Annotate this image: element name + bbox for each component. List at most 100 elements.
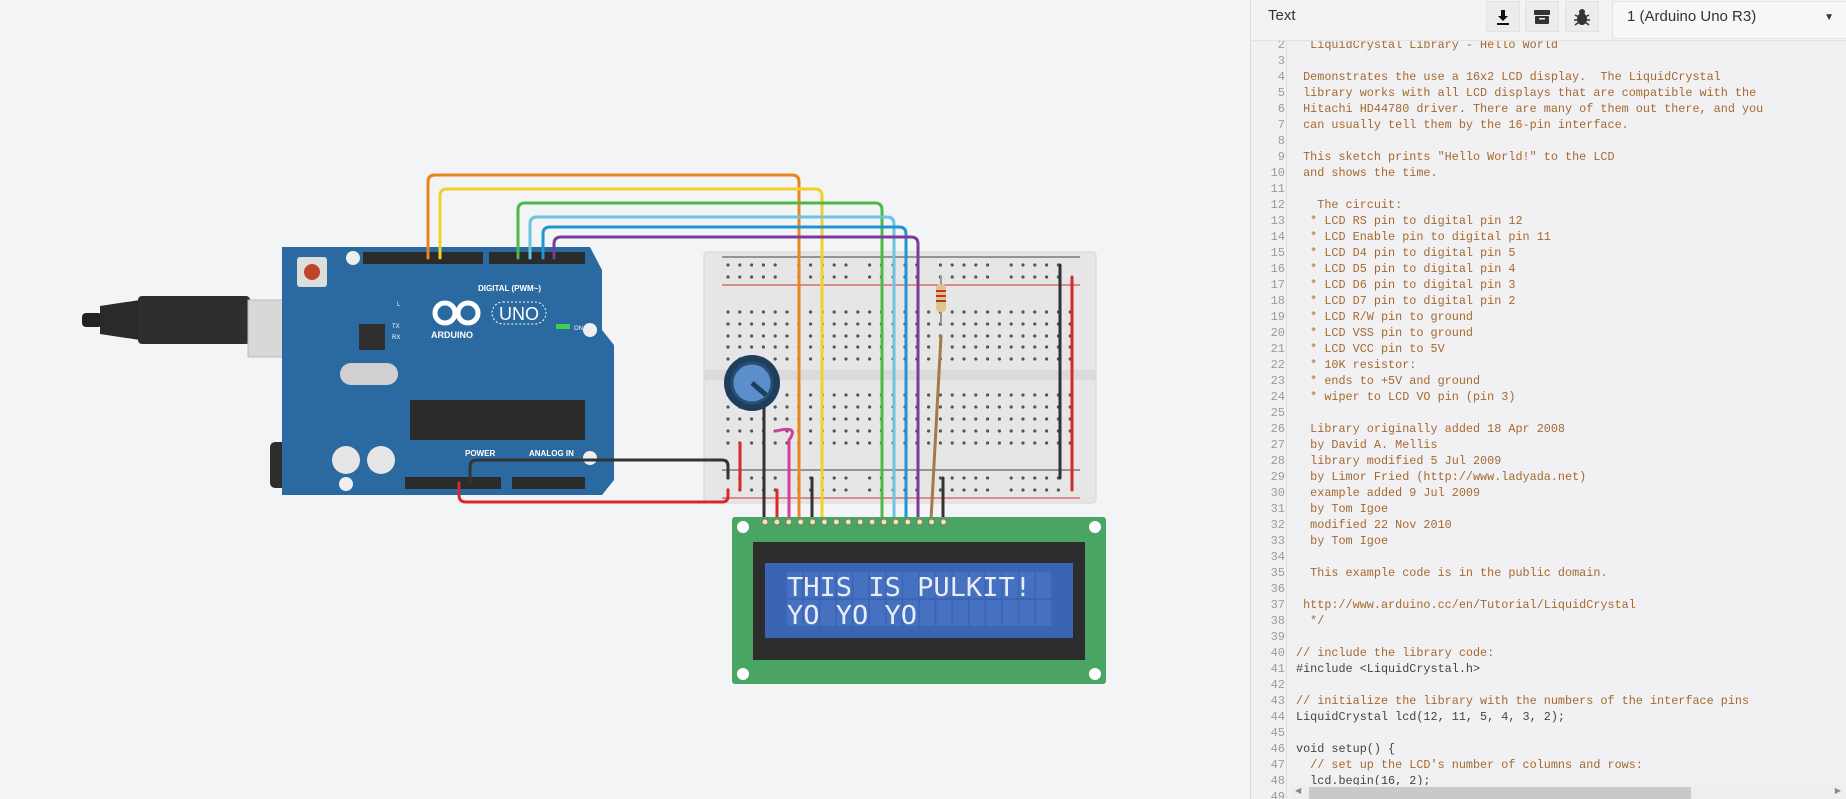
lcd-character-cells [787,572,1051,626]
code-line[interactable]: The circuit: [1296,198,1403,212]
code-line[interactable]: LiquidCrystal Library - Hello World [1296,41,1558,52]
line-number: 19 [1270,310,1285,324]
line-number: 7 [1277,118,1285,132]
code-line[interactable]: */ [1296,614,1325,628]
editor-mode-label[interactable]: Text [1268,7,1296,24]
debugger-button[interactable] [1565,1,1599,32]
wire-gnd[interactable] [468,458,730,485]
line-number: 20 [1270,326,1285,340]
wire-led-anode[interactable] [929,334,943,522]
code-line[interactable]: * LCD D4 pin to digital pin 5 [1296,246,1516,260]
lcd-row-1: THIS IS PULKIT! [787,573,1031,603]
code-line[interactable]: * LCD D5 pin to digital pin 4 [1296,262,1516,276]
digital-label: DIGITAL (PWM~) [478,284,541,293]
line-number: 13 [1270,214,1285,228]
code-line[interactable]: Demonstrates the use a 16x2 LCD display.… [1296,70,1721,84]
code-line[interactable]: by David A. Mellis [1296,438,1438,452]
line-number: 17 [1270,278,1285,292]
wire-rs[interactable] [426,173,801,522]
lcd-16x2[interactable]: THIS IS PULKIT! YO YO YO [732,517,1106,684]
arduino-logo-icon [432,300,481,326]
archive-icon [1534,9,1550,24]
upload-archive-button[interactable] [1525,1,1559,32]
wire-enable[interactable] [438,187,824,522]
scroll-right-icon[interactable]: ▶ [1834,786,1841,795]
line-number: 43 [1270,694,1285,708]
line-number: 38 [1270,614,1285,628]
wire-5v[interactable] [457,481,730,504]
wire-d4[interactable] [516,201,884,522]
code-line[interactable]: #include <LiquidCrystal.h> [1296,662,1481,676]
code-line[interactable]: * LCD VCC pin to 5V [1296,342,1445,356]
line-number: 27 [1270,438,1285,452]
wire-d5[interactable] [528,215,896,522]
potentiometer[interactable] [724,355,780,411]
line-number: 5 [1277,86,1285,100]
line-number: 45 [1270,726,1285,740]
line-number: 31 [1270,502,1285,516]
code-line[interactable]: * 10K resistor: [1296,358,1417,372]
code-line[interactable]: can usually tell them by the 16-pin inte… [1296,118,1629,132]
line-number: 34 [1270,550,1285,564]
scroll-left-icon[interactable]: ◀ [1295,786,1302,795]
download-icon [1497,9,1509,25]
bug-icon [1574,8,1590,26]
line-number: 22 [1270,358,1285,372]
code-line[interactable]: example added 9 Jul 2009 [1296,486,1481,500]
line-number: 35 [1270,566,1285,580]
code-line[interactable]: library modified 5 Jul 2009 [1296,454,1502,468]
device-select-value: 1 (Arduino Uno R3) [1627,8,1757,25]
line-number: 29 [1270,470,1285,484]
download-button[interactable] [1486,1,1520,32]
code-line[interactable]: * LCD Enable pin to digital pin 11 [1296,230,1551,244]
tx-led-label: TX [392,324,400,330]
code-line[interactable]: // include the library code: [1296,646,1495,660]
code-line[interactable]: void setup() { [1296,742,1396,756]
code-line[interactable]: Hitachi HD44780 driver. There are many o… [1296,102,1764,116]
code-line[interactable]: and shows the time. [1296,166,1438,180]
line-number: 6 [1277,102,1285,116]
resistor-10k[interactable] [936,276,946,324]
device-select[interactable]: 1 (Arduino Uno R3) ▼ [1612,1,1846,39]
code-line[interactable]: Library originally added 18 Apr 2008 [1296,422,1566,436]
code-line[interactable]: by Tom Igoe [1296,502,1389,516]
code-line[interactable]: library works with all LCD displays that… [1296,86,1757,100]
line-number: 21 [1270,342,1285,356]
wire-d7[interactable] [552,235,920,522]
scrollbar-thumb[interactable] [1309,787,1691,799]
code-line[interactable]: // set up the LCD's number of columns an… [1296,758,1643,772]
code-line[interactable]: http://www.arduino.cc/en/Tutorial/Liquid… [1296,598,1636,612]
code-line[interactable]: lcd.begin(16, 2); [1296,774,1431,788]
line-number: 18 [1270,294,1285,308]
code-line[interactable]: * LCD D6 pin to digital pin 3 [1296,278,1516,292]
chevron-down-icon: ▼ [1824,12,1834,23]
code-line[interactable]: * wiper to LCD VO pin (pin 3) [1296,390,1516,404]
code-line[interactable]: * LCD D7 pin to digital pin 2 [1296,294,1516,308]
code-line[interactable]: by Tom Igoe [1296,534,1389,548]
line-number: 12 [1270,198,1285,212]
code-line[interactable]: * LCD RS pin to digital pin 12 [1296,214,1523,228]
code-line[interactable]: * LCD VSS pin to ground [1296,326,1473,340]
arduino-uno-board[interactable]: UNO ARDUINO DIGITAL (PWM~) POWER ANALOG … [282,247,614,495]
board-model-label: UNO [499,304,539,324]
code-line[interactable]: modified 22 Nov 2010 [1296,518,1452,532]
circuit-canvas[interactable]: UNO ARDUINO DIGITAL (PWM~) POWER ANALOG … [0,0,1250,799]
digital-header-2 [489,252,585,264]
code-line[interactable]: This example code is in the public domai… [1296,566,1608,580]
code-line[interactable]: This sketch prints "Hello World!" to the… [1296,150,1615,164]
line-number: 28 [1270,454,1285,468]
wires [426,173,1074,522]
line-number: 11 [1270,182,1285,196]
horizontal-scrollbar[interactable]: ◀ ▶ [1291,785,1846,799]
code-line[interactable]: * ends to +5V and ground [1296,374,1481,388]
code-line[interactable]: LiquidCrystal lcd(12, 11, 5, 4, 3, 2); [1296,710,1566,724]
code-line[interactable]: * LCD R/W pin to ground [1296,310,1473,324]
code-line[interactable]: by Limor Fried (http://www.ladyada.net) [1296,470,1587,484]
wire-contrast[interactable] [774,427,794,522]
wire-d6[interactable] [541,225,908,522]
code-line[interactable]: // initialize the library with the numbe… [1296,694,1750,708]
line-number: 3 [1277,54,1285,68]
